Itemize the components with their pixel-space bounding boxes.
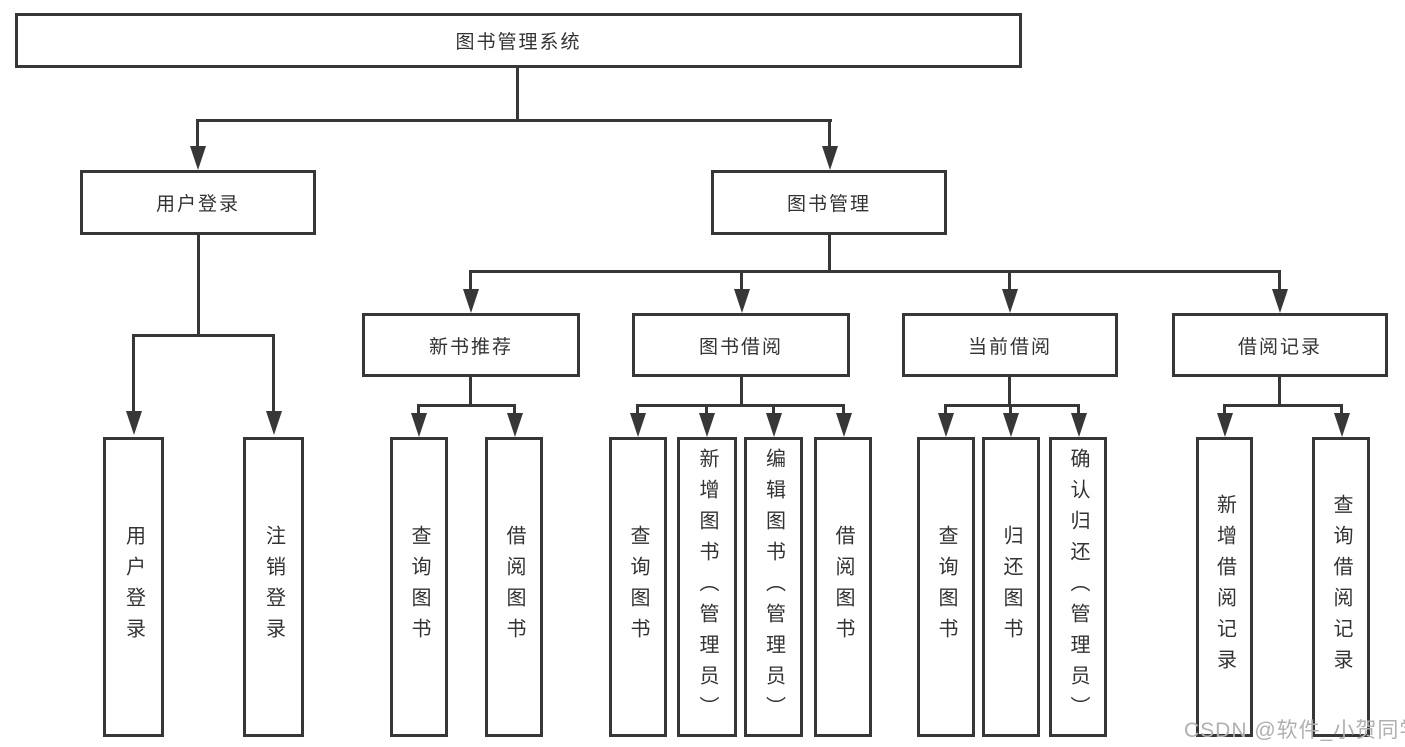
connector-user-login-drop (197, 235, 200, 337)
connector-shaft-user-login (196, 119, 199, 149)
leaf-nb-query-books: 查询图书 (390, 437, 448, 737)
leaf-br-query-record: 查询借阅记录 (1312, 437, 1370, 737)
leaf-bb-borrow-books-label: 借阅图书 (832, 525, 854, 649)
arrowhead-book-management (822, 146, 838, 170)
leaf-cb-confirm-return-admin-label: 确认归还（管理员） (1067, 447, 1089, 727)
arrowhead-current-borrow (1002, 289, 1018, 313)
arrowhead-bb-edit (766, 413, 782, 437)
node-user-login: 用户登录 (80, 170, 316, 235)
node-new-book-recommend-label: 新书推荐 (428, 336, 513, 358)
leaf-br-query-record-label: 查询借阅记录 (1330, 494, 1352, 680)
arrowhead-cb-return (1003, 413, 1019, 437)
watermark: CSDN @软件_小贺同学 (1184, 719, 1405, 742)
connector-new-book-recommend-drop (469, 377, 472, 407)
arrowhead-br-query (1334, 413, 1350, 437)
arrowhead-book-borrow (734, 289, 750, 313)
node-book-management-label: 图书管理 (786, 194, 871, 215)
node-borrow-records: 借阅记录 (1172, 313, 1388, 377)
arrowhead-new-book-recommend (463, 289, 479, 313)
leaf-logout: 注销登录 (243, 437, 304, 737)
arrowhead-leaf-logout (266, 411, 282, 435)
connector-user-login-horizontal (132, 334, 275, 337)
connector-book-borrow-drop (740, 377, 743, 407)
node-root-label: 图书管理系统 (455, 32, 582, 53)
arrowhead-leaf-user-login (126, 411, 142, 435)
leaf-cb-return-books-label: 归还图书 (1000, 525, 1022, 649)
arrowhead-cb-confirm (1071, 413, 1087, 437)
connector-book-management-horizontal (469, 270, 1281, 273)
connector-shaft-leaf-user-login (132, 334, 135, 412)
connector-borrow-records-drop (1278, 377, 1281, 407)
leaf-nb-query-books-label: 查询图书 (408, 525, 430, 649)
connector-shaft-bb-borrow (842, 404, 845, 414)
leaf-bb-add-books-admin-label: 新增图书（管理员） (696, 447, 718, 727)
connector-shaft-book-management (828, 119, 831, 149)
leaf-bb-query-books: 查询图书 (609, 437, 667, 737)
connector-shaft-borrow-records (1278, 270, 1281, 292)
connector-shaft-leaf-logout (272, 334, 275, 412)
connector-shaft-cb-return (1009, 404, 1012, 414)
leaf-bb-edit-books-admin: 编辑图书（管理员） (744, 437, 803, 737)
leaf-cb-query-books-label: 查询图书 (935, 525, 957, 649)
connector-shaft-cb-query (944, 404, 947, 414)
connector-root-horizontal (196, 119, 832, 122)
node-book-borrow: 图书借阅 (632, 313, 850, 377)
arrowhead-cb-query (938, 413, 954, 437)
connector-book-management-drop (828, 235, 831, 273)
arrowhead-bb-borrow (836, 413, 852, 437)
connector-shaft-nb-query (417, 404, 420, 414)
connector-shaft-current-borrow (1008, 270, 1011, 292)
connector-shaft-br-add (1223, 404, 1226, 414)
leaf-bb-edit-books-admin-label: 编辑图书（管理员） (762, 447, 785, 727)
arrowhead-nb-borrow (507, 413, 523, 437)
node-root: 图书管理系统 (15, 13, 1022, 68)
connector-shaft-new-book-recommend (469, 270, 472, 292)
arrowhead-nb-query (411, 413, 427, 437)
connector-current-borrow-drop (1008, 377, 1011, 407)
leaf-bb-query-books-label: 查询图书 (627, 525, 649, 649)
connector-shaft-book-borrow (740, 270, 743, 292)
node-book-management: 图书管理 (711, 170, 947, 235)
node-user-login-label: 用户登录 (155, 194, 240, 215)
arrowhead-br-add (1217, 413, 1233, 437)
connector-root-drop (516, 68, 519, 122)
connector-shaft-br-query (1340, 404, 1343, 414)
node-current-borrow-label: 当前借阅 (967, 336, 1052, 358)
node-book-borrow-label: 图书借阅 (698, 336, 783, 358)
connector-current-borrow-horizontal (944, 404, 1080, 407)
arrowhead-borrow-records (1272, 289, 1288, 313)
node-borrow-records-label: 借阅记录 (1237, 336, 1322, 358)
connector-book-borrow-horizontal (636, 404, 845, 407)
connector-shaft-bb-edit (772, 404, 775, 414)
connector-borrow-records-horizontal (1223, 404, 1343, 407)
arrowhead-user-login (190, 146, 206, 170)
leaf-cb-confirm-return-admin: 确认归还（管理员） (1049, 437, 1107, 737)
leaf-br-add-record-label: 新增借阅记录 (1213, 494, 1236, 680)
leaf-br-add-record: 新增借阅记录 (1196, 437, 1253, 737)
leaf-nb-borrow-books-label: 借阅图书 (503, 525, 525, 649)
leaf-bb-borrow-books: 借阅图书 (814, 437, 872, 737)
leaf-cb-return-books: 归还图书 (982, 437, 1040, 737)
connector-new-book-recommend-horizontal (417, 404, 516, 407)
leaf-user-login-label: 用户登录 (122, 525, 145, 649)
leaf-logout-label: 注销登录 (262, 525, 285, 649)
connector-shaft-bb-add (705, 404, 708, 414)
connector-shaft-nb-borrow (513, 404, 516, 414)
arrowhead-bb-add (699, 413, 715, 437)
leaf-user-login: 用户登录 (103, 437, 164, 737)
leaf-nb-borrow-books: 借阅图书 (485, 437, 543, 737)
arrowhead-bb-query (630, 413, 646, 437)
node-new-book-recommend: 新书推荐 (362, 313, 580, 377)
node-current-borrow: 当前借阅 (902, 313, 1118, 377)
connector-shaft-cb-confirm (1077, 404, 1080, 414)
connector-shaft-bb-query (636, 404, 639, 414)
leaf-bb-add-books-admin: 新增图书（管理员） (677, 437, 737, 737)
leaf-cb-query-books: 查询图书 (917, 437, 975, 737)
